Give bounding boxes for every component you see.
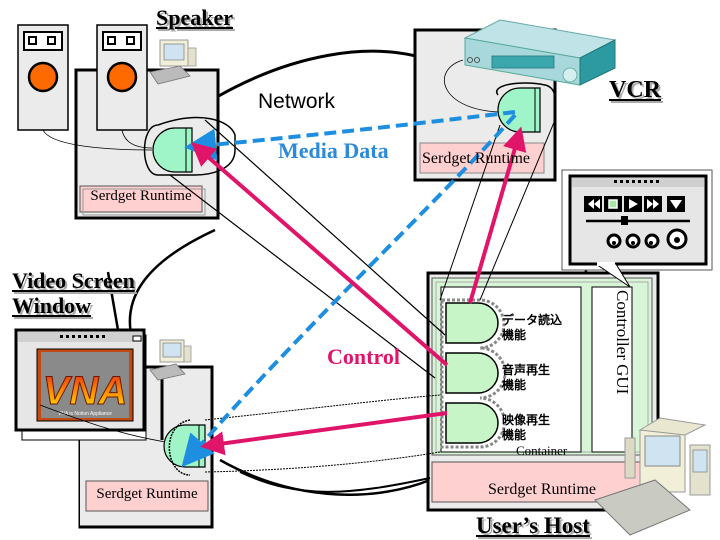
function-audio-play-line2: 機能 [502, 378, 527, 392]
vcr-icon [463, 19, 617, 86]
control-label: Control [327, 344, 400, 369]
speaker-right [96, 24, 148, 131]
function-audio-play: 音声再生 機能 [502, 363, 550, 393]
controller-gui-label: Controller GUI [613, 290, 632, 395]
function-video-play-line2: 機能 [502, 428, 527, 442]
seek-slider-handle[interactable] [621, 216, 628, 225]
function-data-read-line1: データ読込 [502, 313, 563, 327]
function-data-read: データ読込 機能 [502, 313, 562, 343]
computer-icon [149, 339, 192, 381]
video-screen-window: VNA VNA is Notion Appliance [14, 328, 147, 441]
user-computer-icon [594, 417, 711, 536]
video-screen-label-line1: Video Screen [12, 268, 135, 293]
vcr-label: VCR [609, 77, 661, 103]
media-data-flows [181, 110, 517, 468]
container-label: Container [516, 443, 568, 458]
media-data-label: Media Data [278, 138, 389, 163]
controller-gui-window [561, 169, 713, 288]
speaker-host-runtime-label: Serdget Runtime [90, 188, 192, 204]
users-host-label: User’s Host [476, 513, 590, 538]
control-flows [190, 126, 527, 456]
function-video-play-line1: 映像再生 [502, 413, 551, 427]
speaker-label: Speaker [156, 5, 233, 30]
media-control-buttons [584, 196, 685, 212]
computer-icon [149, 39, 197, 85]
vna-logo-caption: VNA is Notion Appliance [58, 411, 112, 417]
user-host-runtime-label: Serdget Runtime [488, 481, 596, 498]
function-data-read-line2: 機能 [502, 328, 527, 342]
function-video-play: 映像再生 機能 [502, 413, 550, 443]
connection-tubes [169, 119, 556, 493]
user-host [426, 271, 660, 512]
function-audio-play-line1: 音声再生 [502, 363, 551, 377]
vcr-host-runtime-label: Serdget Runtime [422, 150, 530, 167]
network-label: Network [258, 90, 336, 113]
speaker-left [17, 24, 69, 131]
video-host-runtime-label: Serdget Runtime [96, 486, 198, 502]
video-screen-label-line2: Window [12, 293, 92, 318]
volume-knobs[interactable] [606, 228, 688, 250]
video-screen-window-label: Video Screen Window [12, 268, 135, 318]
container-functions [440, 298, 507, 449]
vna-logo: VNA [43, 369, 127, 413]
